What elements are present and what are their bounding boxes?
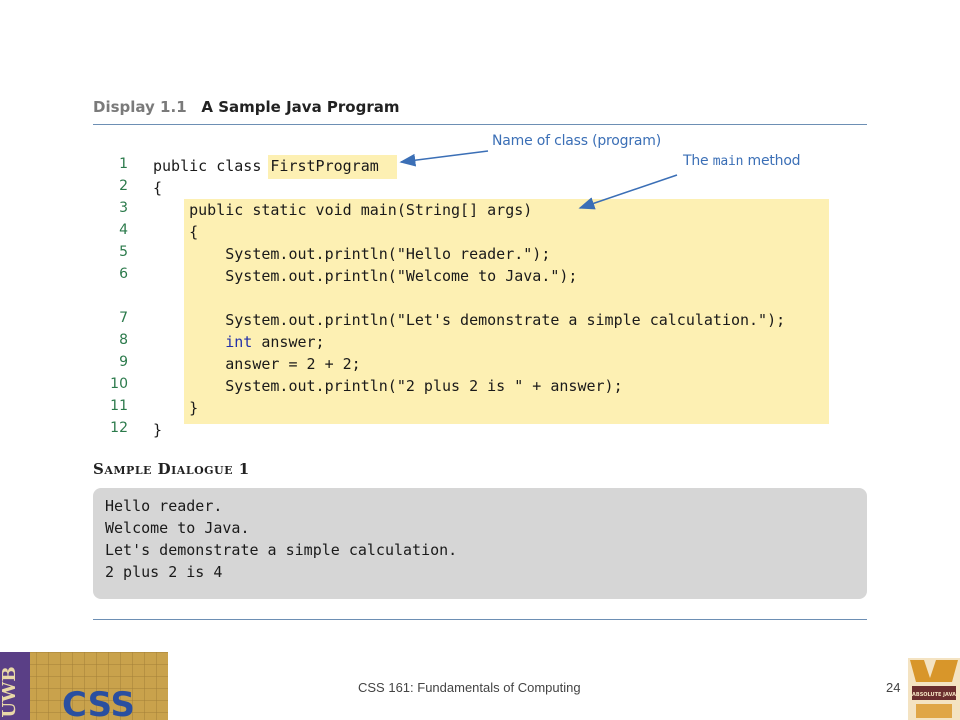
code-line: System.out.println("2 plus 2 is " + answ… <box>153 377 623 395</box>
display-name: A Sample Java Program <box>201 98 400 116</box>
top-rule <box>93 124 867 125</box>
annotation-main-suffix: method <box>747 153 801 169</box>
line-number: 9 <box>119 354 128 370</box>
annotation-class-name: Name of class (program) <box>492 133 661 149</box>
code-line: { <box>153 179 163 197</box>
line-number: 1 <box>119 156 128 172</box>
annotation-main-prefix: The <box>683 153 709 169</box>
line-number: 11 <box>110 398 128 414</box>
code-line: public static void main(String[] args) <box>153 201 533 219</box>
line-number: 5 <box>119 244 128 260</box>
code-line: { <box>153 223 199 241</box>
code-line: answer = 2 + 2; <box>153 355 361 373</box>
css-text: CSS <box>62 685 135 720</box>
dialogue-line: 2 plus 2 is 4 <box>105 563 223 581</box>
code-line: System.out.println("Hello reader."); <box>153 245 551 263</box>
line-number: 2 <box>119 178 128 194</box>
display-number: Display 1.1 <box>93 98 187 116</box>
dialogue-line: Let's demonstrate a simple calculation. <box>105 541 458 559</box>
line-number: 6 <box>119 266 128 282</box>
line-number: 10 <box>110 376 128 392</box>
class-name-highlight <box>268 155 397 179</box>
code-line: System.out.println("Welcome to Java."); <box>153 267 578 285</box>
dialogue-title: Sample Dialogue 1 <box>93 460 250 478</box>
footer-course: CSS 161: Fundamentals of Computing <box>358 680 581 695</box>
bottom-rule <box>93 619 867 620</box>
code-line: } <box>153 399 199 417</box>
line-number: 3 <box>119 200 128 216</box>
dialogue-line: Hello reader. <box>105 497 223 515</box>
line-number: 7 <box>119 310 128 326</box>
book-title-text: ABSOLUTE JAVA <box>912 692 956 698</box>
absolute-java-book-logo: ABSOLUTE JAVA <box>908 658 960 720</box>
uwb-css-logo: UWB CSS <box>0 652 168 720</box>
dialogue-box <box>93 488 867 599</box>
uwb-text: UWB <box>0 666 20 717</box>
code-line: } <box>153 421 163 439</box>
keyword: int <box>225 333 253 351</box>
line-number: 12 <box>110 420 128 436</box>
main-method-arrow <box>578 174 678 210</box>
display-title: Display 1.1 A Sample Java Program <box>93 98 400 116</box>
code-line: public class FirstProgram <box>153 157 379 175</box>
main-method-highlight <box>184 199 829 424</box>
code-line: int answer; <box>225 333 325 351</box>
line-number: 8 <box>119 332 128 348</box>
footer-page-number: 24 <box>886 680 901 695</box>
annotation-main-method: The main method <box>683 153 801 169</box>
dialogue-line: Welcome to Java. <box>105 519 250 537</box>
code-line: System.out.println("Let's demonstrate a … <box>153 311 786 329</box>
annotation-main-code: main <box>712 154 744 169</box>
class-name-arrow <box>399 150 489 167</box>
line-number: 4 <box>119 222 128 238</box>
